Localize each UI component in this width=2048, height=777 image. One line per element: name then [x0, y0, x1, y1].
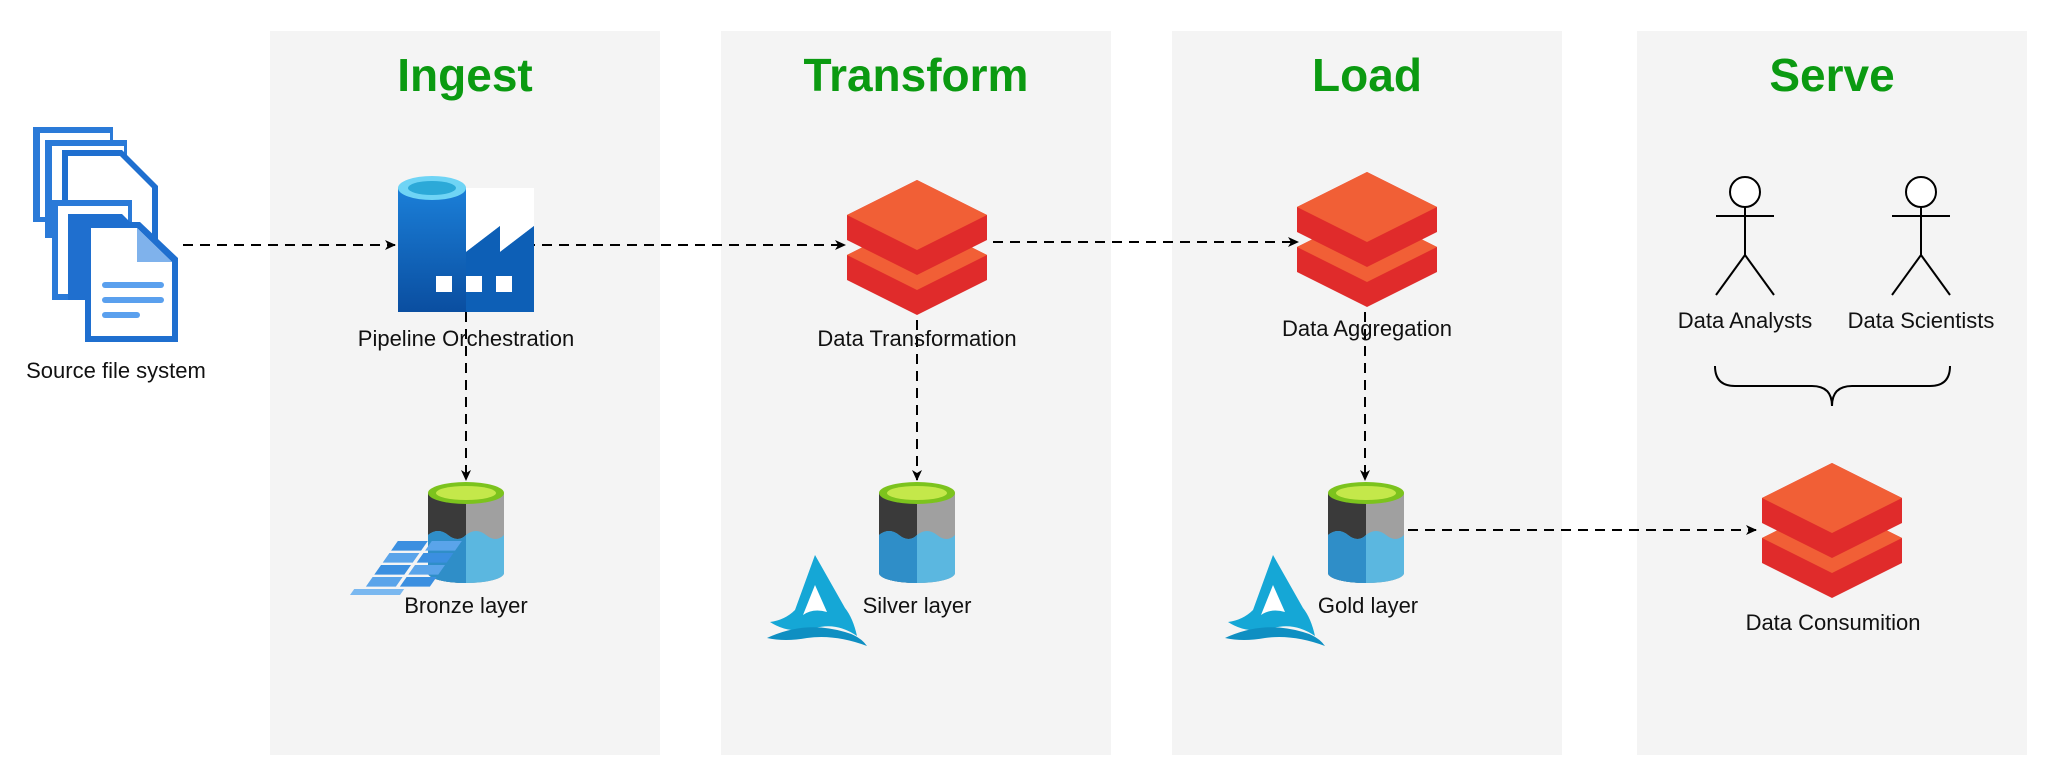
data-lake-storage-icon [879, 482, 955, 583]
data-lake-storage-icon [1328, 482, 1404, 583]
curly-brace [1714, 365, 1951, 407]
label-data-transformation: Data Transformation [817, 326, 1017, 351]
stage-title-serve: Serve [1769, 49, 1895, 101]
data-factory-icon [398, 176, 534, 312]
label-data-consumption: Data Consumition [1745, 610, 1921, 635]
label-data-analysts: Data Analysts [1677, 308, 1813, 333]
stage-title-transform: Transform [803, 49, 1029, 101]
stick-figure-icon [1891, 176, 1951, 296]
stage-title-ingest: Ingest [397, 49, 533, 101]
databricks-icon [847, 180, 987, 315]
stage-title-load: Load [1312, 49, 1422, 101]
databricks-icon [1297, 172, 1437, 307]
label-gold-layer: Gold layer [1317, 593, 1419, 618]
databricks-icon [1762, 463, 1902, 598]
azure-lake-icon [1225, 555, 1325, 646]
panel-ingest [270, 31, 660, 755]
label-silver-layer: Silver layer [862, 593, 972, 618]
label-source-file-system: Source file system [26, 358, 206, 383]
label-pipeline-orchestration: Pipeline Orchestration [357, 326, 575, 351]
document-stack-icon [33, 127, 178, 342]
label-data-scientists: Data Scientists [1847, 308, 1995, 333]
label-data-aggregation: Data Aggregation [1281, 316, 1453, 341]
blob-grid-icon [350, 540, 462, 595]
azure-lake-icon [767, 555, 867, 646]
panel-serve [1637, 31, 2027, 755]
connectors [183, 237, 1757, 535]
label-bronze-layer: Bronze layer [404, 593, 528, 618]
stick-figure-icon [1715, 176, 1775, 296]
